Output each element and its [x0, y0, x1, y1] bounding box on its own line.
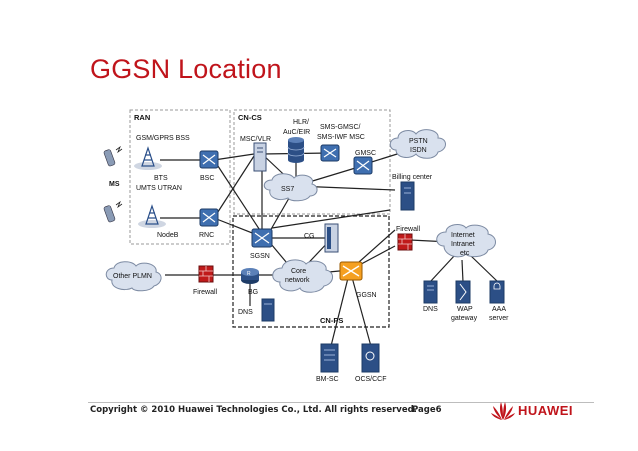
pstn-cloud — [389, 129, 446, 159]
rnc-label: RNC — [199, 232, 214, 239]
bts-label: BTS — [154, 175, 168, 182]
mobile-phone-icon — [103, 145, 123, 167]
sms-gmsc-label-line2: SMS-IWF MSC — [317, 134, 365, 141]
bts-tower-icon — [134, 146, 162, 170]
firewall-right-label: Firewall — [396, 226, 421, 233]
wap-gateway-icon — [455, 280, 471, 304]
wap-gateway-label-line1: WAP — [457, 306, 473, 313]
dns-ps-label: DNS — [238, 309, 253, 316]
ocs-ccf-server-icon — [361, 343, 380, 373]
hlr-database-icon — [287, 137, 305, 163]
network-diagram: R RAN CN-CS CN-PS MS GSM/GPRS BSS UMTS U… — [103, 109, 509, 383]
sgsn-label: SGSN — [250, 253, 270, 260]
gsm-gprs-bss-label: GSM/GPRS BSS — [136, 135, 190, 142]
aaa-server-icon — [489, 280, 505, 304]
bm-sc-server-icon — [320, 343, 339, 373]
svg-text:R: R — [247, 271, 251, 277]
cn-cs-region — [233, 109, 391, 215]
ss7-label: SS7 — [281, 186, 294, 193]
bg-label: BG — [248, 289, 258, 296]
hlr-label-line1: HLR/ — [293, 119, 309, 126]
internet-label-line1: Internet — [451, 232, 475, 239]
cn-cs-label: CN-CS — [238, 113, 262, 122]
other-plmn-cloud — [105, 261, 162, 292]
hlr-label-line2: AuC/EIR — [283, 129, 310, 136]
ran-region — [129, 109, 231, 245]
core-network-cloud — [272, 259, 333, 293]
aaa-server-label-line1: AAA — [492, 306, 506, 313]
bg-router-icon: R — [241, 268, 259, 284]
slide-title: GGSN Location — [90, 54, 282, 84]
internet-cloud — [436, 224, 496, 258]
dns-right-label: DNS — [423, 306, 438, 313]
page-number: Page6 — [412, 405, 442, 415]
internet-label-line2: Intranet — [451, 241, 475, 248]
mobile-phone-icon — [103, 200, 123, 223]
nodeb-tower-icon — [138, 204, 166, 228]
copyright-text: Copyright © 2010 Huawei Technologies Co.… — [90, 405, 417, 415]
gmsc-router-icon — [353, 156, 373, 175]
umts-utran-label: UMTS UTRAN — [136, 185, 182, 192]
pstn-label-line2: ISDN — [410, 147, 427, 154]
msc-vlr-server-icon — [253, 142, 267, 172]
ocs-ccf-label: OCS/CCF — [355, 376, 387, 383]
firewall-icon — [198, 265, 214, 283]
footer-divider — [88, 402, 594, 403]
firewall-icon — [397, 233, 413, 251]
sms-gmsc-label-line1: SMS-GMSC/ — [320, 124, 361, 131]
gmsc-label: GMSC — [355, 150, 376, 157]
cn-ps-region — [232, 215, 390, 328]
bm-sc-label: BM-SC — [316, 376, 339, 383]
sgsn-router-icon — [251, 228, 273, 248]
core-network-label-line1: Core — [291, 268, 306, 275]
bsc-router-icon — [199, 150, 219, 169]
billing-center-label: Billing center — [392, 174, 433, 181]
aaa-server-label-line2: server — [489, 315, 509, 322]
pstn-label-line1: PSTN — [409, 138, 428, 145]
billing-center-icon — [400, 181, 415, 211]
core-network-label-line2: network — [285, 277, 310, 284]
cg-server-icon — [324, 223, 339, 253]
rnc-router-icon — [199, 208, 219, 227]
huawei-logo: HUAWEI — [490, 399, 590, 423]
huawei-petals-icon — [491, 402, 515, 420]
msc-vlr-label: MSC/VLR — [240, 136, 271, 143]
cg-label: CG — [304, 233, 315, 240]
firewall-left-label: Firewall — [193, 289, 218, 296]
dns-server-icon — [423, 280, 438, 304]
ggsn-label: GGSN — [356, 292, 377, 299]
dns-server-icon — [261, 298, 275, 322]
huawei-wordmark: HUAWEI — [518, 403, 573, 418]
bsc-label: BSC — [200, 175, 214, 182]
ran-label: RAN — [134, 113, 150, 122]
other-plmn-label: Other PLMN — [113, 273, 152, 280]
ms-label: MS — [109, 181, 120, 188]
ggsn-router-icon — [339, 261, 363, 281]
cn-ps-label: CN-PS — [320, 316, 343, 325]
sms-gmsc-icon — [320, 144, 340, 162]
ss7-cloud — [263, 173, 318, 202]
internet-label-line3: etc — [460, 250, 470, 257]
wap-gateway-label-line2: gateway — [451, 315, 478, 322]
nodeb-label: NodeB — [157, 232, 179, 239]
